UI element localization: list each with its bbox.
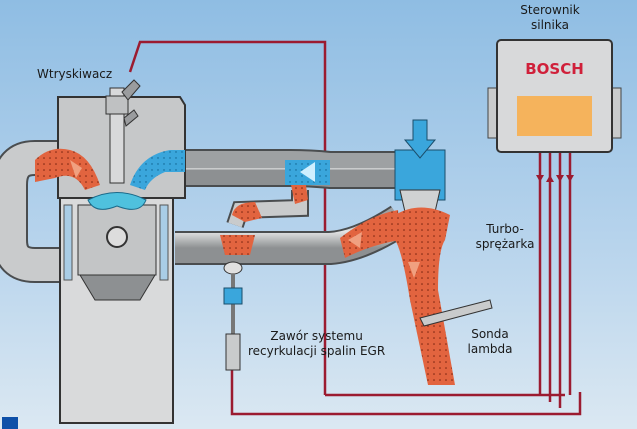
- wiring: [128, 40, 582, 416]
- egr-label-line1: Zawór systemu: [270, 329, 363, 343]
- intake-flow: [130, 150, 185, 190]
- lambda-label-line2: lambda: [467, 342, 513, 356]
- turbo-label-line1: Turbo-: [486, 222, 524, 236]
- injector-graphic: [105, 79, 141, 184]
- ecu-label-line2: silnika: [531, 18, 569, 32]
- ecu-label-line1: Sterownik: [520, 3, 580, 17]
- injector-label: Wtryskiwacz: [37, 67, 113, 81]
- turbo-label-line2: sprężarka: [475, 237, 535, 251]
- turbocharger-graphic: [340, 119, 455, 385]
- egr-valve-graphic: [223, 261, 243, 371]
- lambda-sensor-graphic: [419, 299, 493, 327]
- exhaust-flow: [35, 148, 100, 190]
- exhaust-manifold-pipe: [0, 140, 60, 283]
- ecu-brand-logo: BOSCH: [525, 60, 584, 78]
- egr-label-line2: recyrkulacji spalin EGR: [248, 344, 386, 358]
- exhaust-outlet-flow: [395, 207, 455, 385]
- ecu-graphic: [487, 39, 622, 153]
- ecu-label: Sterownik silnika: [505, 3, 595, 33]
- lambda-label-line1: Sonda: [471, 327, 509, 341]
- lambda-label: Sonda lambda: [455, 327, 525, 357]
- corner-marker: [2, 417, 18, 429]
- egr-label: Zawór systemu recyrkulacji spalin EGR: [248, 329, 385, 359]
- turbo-label: Turbo- sprężarka: [470, 222, 540, 252]
- wire-arrows: [536, 175, 574, 182]
